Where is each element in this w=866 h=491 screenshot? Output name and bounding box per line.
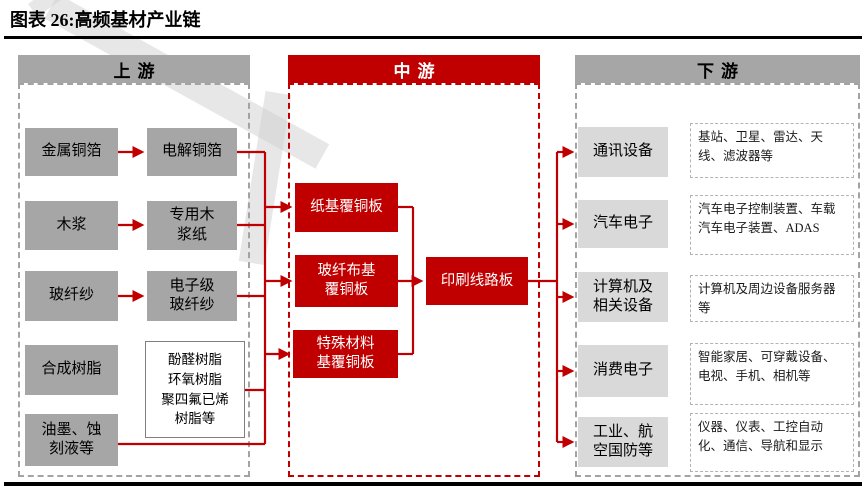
downstream-desc-telecom: 基站、卫星、雷达、天线、滤波器等 [690,123,854,178]
upstream-box-electronic-glass-yarn: 电子级 玻纤纱 [147,271,237,321]
downstream-header: 下游 [575,55,860,83]
downstream-box-industrial-aerospace: 工业、航 空国防等 [578,417,668,467]
upstream-box-resin-list: 酚醛树脂 环氧树脂 聚四氟已烯 树脂等 [145,341,245,438]
downstream-desc-consumer: 智能家居、可穿戴设备、电视、手机、相机等 [690,343,854,405]
downstream-container [575,83,860,477]
upstream-box-metal-copper-foil: 金属铜箔 [25,128,118,176]
upstream-box-wood-pulp: 木浆 [25,201,118,250]
title-rule [4,36,862,39]
downstream-box-automotive-electronics: 汽车电子 [578,200,668,248]
midstream-box-special-material-ccl: 特殊材料 基覆铜板 [293,330,398,378]
upstream-box-ink-etchant: 油墨、蚀 刻液等 [25,414,118,466]
downstream-desc-computers: 计算机及周边设备服务器等 [690,275,854,322]
downstream-desc-industrial: 仪器、仪表、工控自动化、通信、导航和显示 [690,413,854,472]
downstream-box-consumer-electronics: 消费电子 [578,345,668,397]
upstream-box-glass-fiber-yarn: 玻纤纱 [25,271,118,321]
figure-title: 图表 26:高频基材产业链 [10,10,201,30]
midstream-box-pcb: 印刷线路板 [426,257,528,305]
midstream-box-paper-ccl: 纸基覆铜板 [295,183,398,232]
bottom-rule [4,482,862,486]
upstream-box-synthetic-resin: 合成树脂 [25,345,118,395]
midstream-header: 中游 [288,55,540,83]
upstream-header: 上游 [18,55,250,83]
downstream-box-computers: 计算机及 相关设备 [578,272,668,322]
downstream-desc-automotive: 汽车电子控制装置、车载汽车电子装置、ADAS [690,195,854,255]
downstream-box-telecom-equipment: 通讯设备 [578,127,668,177]
upstream-container [18,83,250,477]
upstream-box-special-pulp-paper: 专用木 浆纸 [147,201,237,250]
upstream-box-electrolytic-copper-foil: 电解铜箔 [147,128,237,176]
midstream-box-glass-cloth-ccl: 玻纤布基 覆铜板 [295,255,398,307]
